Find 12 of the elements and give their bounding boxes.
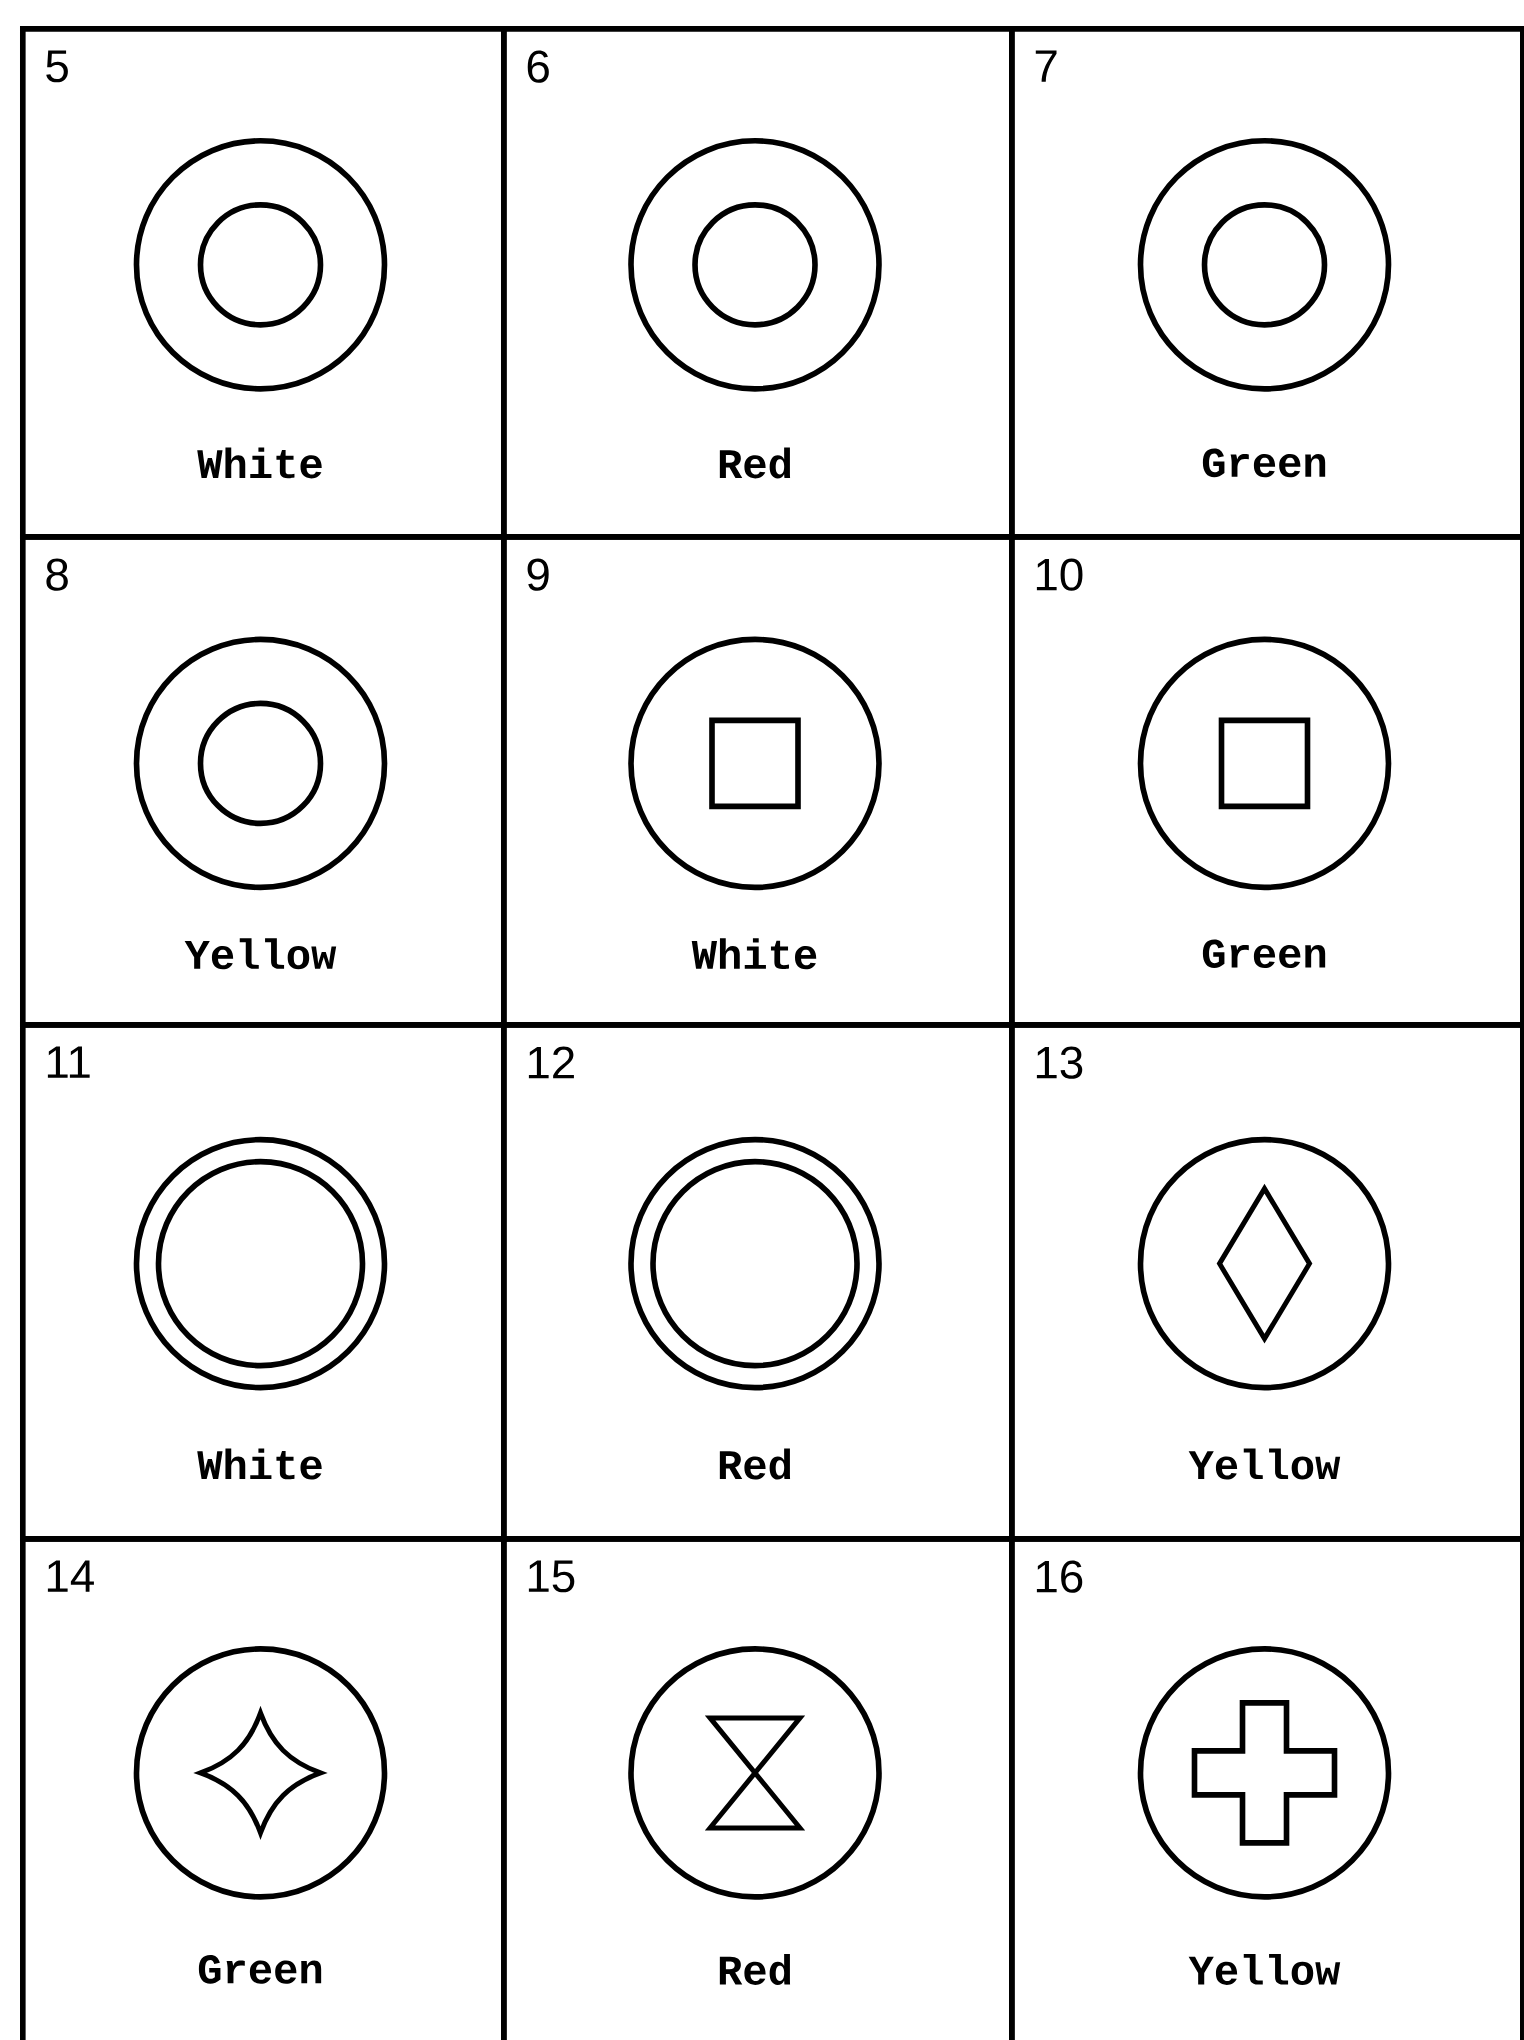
grid-cell: 12 Red: [501, 1022, 1015, 1542]
grid-cell: 13 Yellow: [1009, 1022, 1524, 1542]
grid-cell: 10 Green: [1009, 534, 1524, 1028]
grid-cell: 15 Red: [501, 1536, 1015, 2040]
grid-cell: 7 Green: [1009, 26, 1524, 540]
grid-cell: 5 White: [20, 26, 507, 540]
grid-cell: 8 Yellow: [20, 534, 507, 1028]
grid-cell: 16 Yellow: [1009, 1536, 1524, 2040]
grid-cell: 14 Green: [20, 1536, 507, 2040]
grid-cell: 9 White: [501, 534, 1015, 1028]
grid-cell: 11 White: [20, 1022, 507, 1542]
grid-cell: 6 Red: [501, 26, 1015, 540]
